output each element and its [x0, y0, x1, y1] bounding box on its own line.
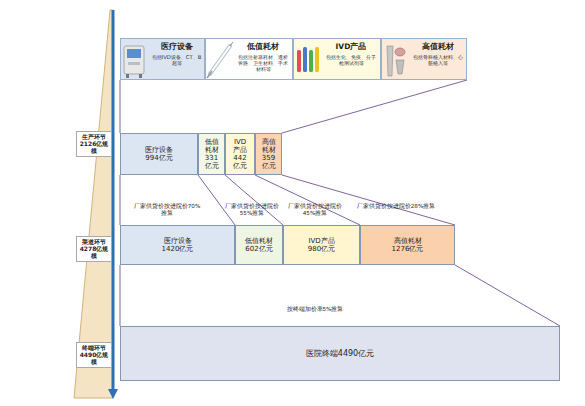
- note-label: 厂家供货价按进院价55%推算: [224, 203, 280, 216]
- note-label: 厂家供货价按进院价70%推算: [133, 203, 201, 216]
- node-text: 1420亿元: [162, 245, 194, 253]
- segment-box: IVD 产品442 亿元: [225, 133, 255, 175]
- node-title: IVD产品: [336, 43, 367, 52]
- segment-box: 低值 耗材331 亿元: [198, 133, 225, 175]
- node-text: 包括注射器耗材、透析管路、卫生材料、手术材料等: [236, 54, 290, 72]
- segment-box: 高值耗材1276亿元: [360, 225, 455, 265]
- node-title: 低值 耗材: [199, 138, 224, 154]
- node-title: 低值耗材: [245, 237, 273, 245]
- category-box: IVD产品包括生化、免疫、分子检测试剂等: [293, 38, 381, 80]
- note-label: 按终端加价率5%推算: [250, 306, 380, 313]
- node-title: 低值耗材: [247, 43, 279, 52]
- node-text: 1276亿元: [392, 245, 424, 253]
- terminal-box: 医院终端4490亿元: [120, 326, 560, 381]
- node-title: IVD产品: [308, 237, 334, 245]
- segment-box: 高值 耗材359 亿元: [255, 133, 282, 175]
- node-title: 高值耗材: [394, 237, 422, 245]
- node-text: 331 亿元: [199, 154, 224, 170]
- flow-axis: [112, 10, 115, 390]
- node-title: IVD 产品: [226, 138, 254, 154]
- funnel-lines: [120, 80, 560, 326]
- node-text: 602亿元: [245, 245, 272, 253]
- node-text: 包括IVD设备、CT、B超等: [151, 54, 202, 66]
- node-text: 359 亿元: [256, 154, 281, 170]
- node-text: 442 亿元: [226, 154, 254, 170]
- stage-label: 终端环节 4490亿规模: [76, 342, 112, 368]
- axis-arrowhead: [108, 389, 118, 399]
- category-box: 高值耗材包括骨科植入材料、心脏植入等: [381, 38, 467, 80]
- category-box: 医疗设备包括IVD设备、CT、B超等: [120, 38, 205, 80]
- node-title: 医疗设备: [164, 237, 192, 245]
- note-label: 厂家供货价按进院价45%推算: [285, 203, 345, 216]
- segment-box: IVD产品980亿元: [283, 225, 360, 265]
- segment-box: 低值耗材602亿元: [235, 225, 283, 265]
- node-text: 994亿元: [145, 154, 172, 162]
- node-text: 包括生化、免疫、分子检测试剂等: [324, 54, 378, 66]
- node-title: 医院终端4490亿元: [306, 349, 374, 358]
- category-box: 低值耗材包括注射器耗材、透析管路、卫生材料、手术材料等: [205, 38, 293, 80]
- node-text: 980亿元: [308, 245, 335, 253]
- node-title: 高值耗材: [422, 43, 454, 52]
- node-title: 高值 耗材: [256, 138, 281, 154]
- segment-box: 医疗设备1420亿元: [120, 225, 235, 265]
- note-label: 厂家供货价按进院价28%推算: [355, 203, 437, 210]
- node-text: 包括骨科植入材料、心脏植入等: [412, 54, 464, 66]
- stage-label: 生产环节 2126亿规模: [76, 131, 112, 157]
- stage-label: 渠道环节 4278亿规模: [76, 236, 112, 262]
- node-title: 医疗设备: [161, 43, 193, 52]
- node-title: 医疗设备: [145, 146, 173, 154]
- segment-box: 医疗设备994亿元: [120, 133, 198, 175]
- scale-triangle: [74, 10, 113, 398]
